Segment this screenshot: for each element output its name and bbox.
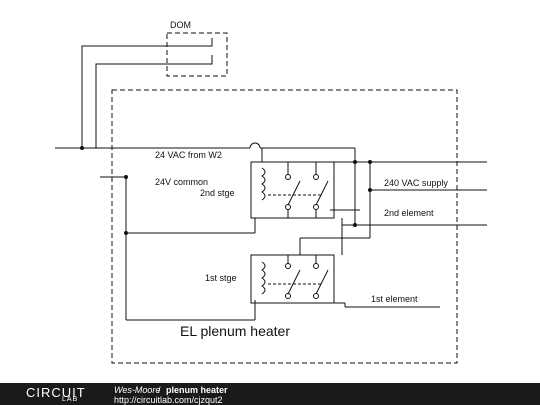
- schematic-svg: DOM 24 VAC from W2 24V common 240 VAC su…: [55, 20, 487, 364]
- element-wires: [330, 209, 487, 308]
- circuit-url-link[interactable]: http://circuitlab.com/cjzqut2: [114, 395, 223, 405]
- element2-label: 2nd element: [384, 208, 434, 218]
- element1-label: 1st element: [371, 294, 418, 304]
- circuit-title[interactable]: plenum heater: [166, 385, 228, 395]
- common-label: 24V common: [155, 177, 208, 187]
- dom-wires: [55, 38, 368, 255]
- junction-dots: [80, 146, 372, 235]
- footer-separator: /: [158, 385, 161, 395]
- common-wires: [100, 176, 256, 321]
- supply-label: 240 VAC supply: [384, 178, 448, 188]
- dom-box: [166, 32, 228, 77]
- dom-label: DOM: [170, 20, 191, 30]
- circuitlab-logo[interactable]: CIRCUIT: [26, 385, 86, 400]
- author-link[interactable]: Wes-Moore: [114, 385, 161, 395]
- relay-1st-stage: [250, 254, 335, 304]
- relay-2nd-stage: [250, 148, 335, 219]
- stage1-label: 1st stge: [205, 273, 237, 283]
- footer-bar: CIRCUIT LAB Wes-Moore / plenum heater ht…: [0, 383, 540, 405]
- stage2-label: 2nd stge: [200, 188, 235, 198]
- circuitlab-logo-sub: LAB: [62, 396, 79, 403]
- plenum-heater-box: [111, 89, 458, 364]
- vac24-label: 24 VAC from W2: [155, 150, 222, 160]
- box-title: EL plenum heater: [180, 323, 290, 339]
